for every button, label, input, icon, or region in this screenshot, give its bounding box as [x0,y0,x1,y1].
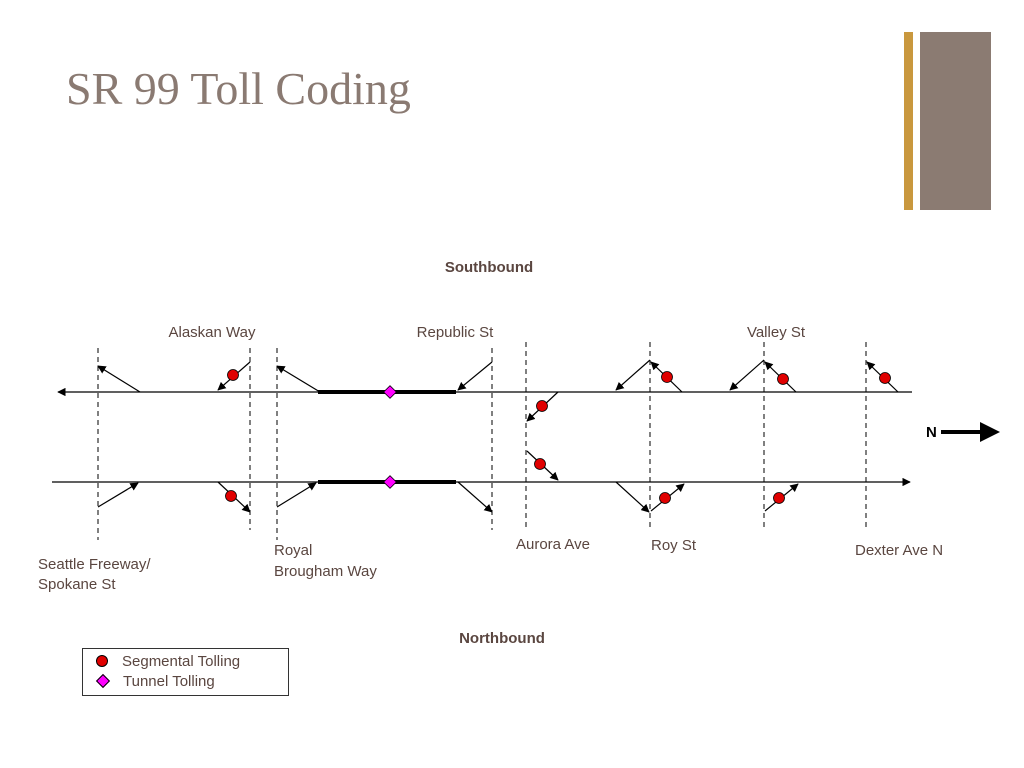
sb-onramp-valley-st [729,359,765,391]
nb-onramp-seattle-freeway [97,482,139,508]
segmental-toll-marker [777,373,789,385]
north-label: N [926,424,937,441]
label-roy-st: Roy St [651,537,697,554]
segmental-toll-marker [773,492,785,504]
label-royal-brougham-line1: Royal [274,542,312,559]
page-title: SR 99 Toll Coding [66,63,411,114]
nb-offramp-republic-st [457,481,493,513]
sb-offramp-royal-brougham [276,365,321,393]
legend-label-segmental: Segmental Tolling [122,652,241,670]
label-republic-st: Republic St [417,324,495,341]
label-alaskan-way: Alaskan Way [169,324,256,341]
tunnel-tolling-markers [383,385,397,489]
nb-onramp-royal-brougham [276,482,317,508]
southbound-heading: Southbound [445,259,533,276]
tunnel-toll-marker [383,385,397,399]
segmental-toll-marker [225,490,237,502]
legend-label-tunnel: Tunnel Tolling [123,672,215,690]
segmental-toll-marker [227,369,239,381]
sb-onramp-republic-st [457,361,493,391]
nb-offramp-roy-st [615,481,650,513]
segmental-toll-marker [534,458,546,470]
cross-street-lines [97,342,867,540]
segmental-toll-marker [536,400,548,412]
label-valley-st: Valley St [747,324,806,341]
accent-bar-taupe [920,32,991,210]
accent-bar-gold [904,32,913,210]
segmental-tolling-markers [225,369,891,504]
segmental-tolling-icon [96,655,108,667]
northbound-heading: Northbound [459,630,545,647]
legend-row-tunnel: Tunnel Tolling [83,672,215,690]
label-seattle-freeway: Seattle Freeway/ Spokane St [38,556,155,593]
label-seattle-freeway-line2: Spokane St [38,576,116,593]
label-royal-brougham-way: Royal Brougham Way [274,542,377,580]
tunnel-toll-marker [383,475,397,489]
sb-onramp-roy-st [615,359,651,391]
segmental-toll-marker [661,371,673,383]
label-aurora-ave: Aurora Ave [516,536,590,553]
tunnel-tolling-icon [95,673,111,689]
label-seattle-freeway-line1: Seattle Freeway/ [38,556,151,573]
legend: Segmental Tolling Tunnel Tolling [82,648,289,696]
segmental-toll-marker [879,372,891,384]
legend-row-segmental: Segmental Tolling [83,652,240,670]
southbound-ramps [97,359,899,422]
label-royal-brougham-line2: Brougham Way [274,563,377,580]
segmental-toll-marker [659,492,671,504]
sb-offramp-seattle-freeway [97,365,141,393]
label-dexter-ave: Dexter Ave N [855,542,943,559]
